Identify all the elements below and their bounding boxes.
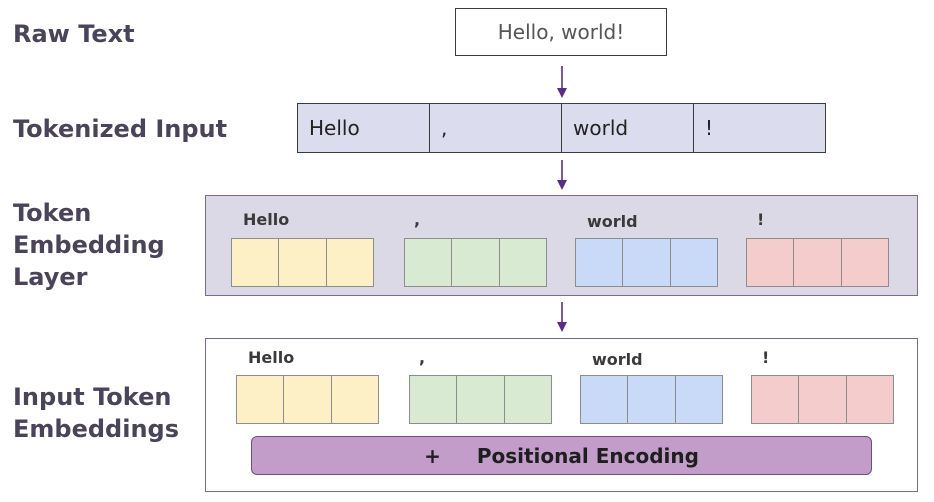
positional-encoding-label: Positional Encoding [476,443,699,468]
embedding-token-label: ! [757,210,765,229]
vector-cell [279,239,327,286]
input-token-label: ! [762,348,770,367]
input-vector-hello [236,375,379,424]
raw-text-value: Hello, world! [497,20,625,44]
label-raw-text: Raw Text [13,20,135,48]
embedding-token-label: world [587,212,638,231]
token-cell: , [430,104,562,152]
vector-cell [794,239,842,286]
vector-cell [405,239,453,286]
token-cell: ! [705,116,714,140]
label-token-embedding-layer: Token Embedding Layer [13,199,165,291]
embedding-token-label: Hello [243,210,290,229]
vector-cell [576,239,624,286]
tokenized-row: Hello , world ! [297,103,826,153]
vector-cell [232,239,280,286]
embedding-vector-exclamation [746,238,889,287]
vector-cell [237,376,285,423]
input-vector-comma [409,375,552,424]
embedding-token-label: , [414,210,421,229]
raw-text-box: Hello, world! [455,8,667,56]
token-cell: world [562,104,694,152]
vector-cell [799,376,847,423]
token-cell: Hello [298,104,430,152]
vector-cell [623,239,671,286]
embedding-vector-comma [404,238,547,287]
vector-cell [457,376,505,423]
label-tokenized-input: Tokenized Input [13,115,228,143]
vector-cell [284,376,332,423]
input-token-label: , [419,348,426,367]
vector-cell [452,239,500,286]
vector-cell [581,376,629,423]
input-vector-exclamation [751,375,894,424]
input-vector-world [580,375,723,424]
input-token-label: world [592,350,643,369]
positional-encoding-bar: + Positional Encoding [251,436,872,475]
vector-cell [752,376,800,423]
label-input-token-embeddings: Input Token Embeddings [13,383,179,443]
plus-icon: + [424,443,441,468]
vector-cell [410,376,458,423]
embedding-vector-hello [231,238,374,287]
embedding-vector-world [575,238,718,287]
input-token-label: Hello [248,348,295,367]
vector-cell [747,239,795,286]
vector-cell [628,376,676,423]
